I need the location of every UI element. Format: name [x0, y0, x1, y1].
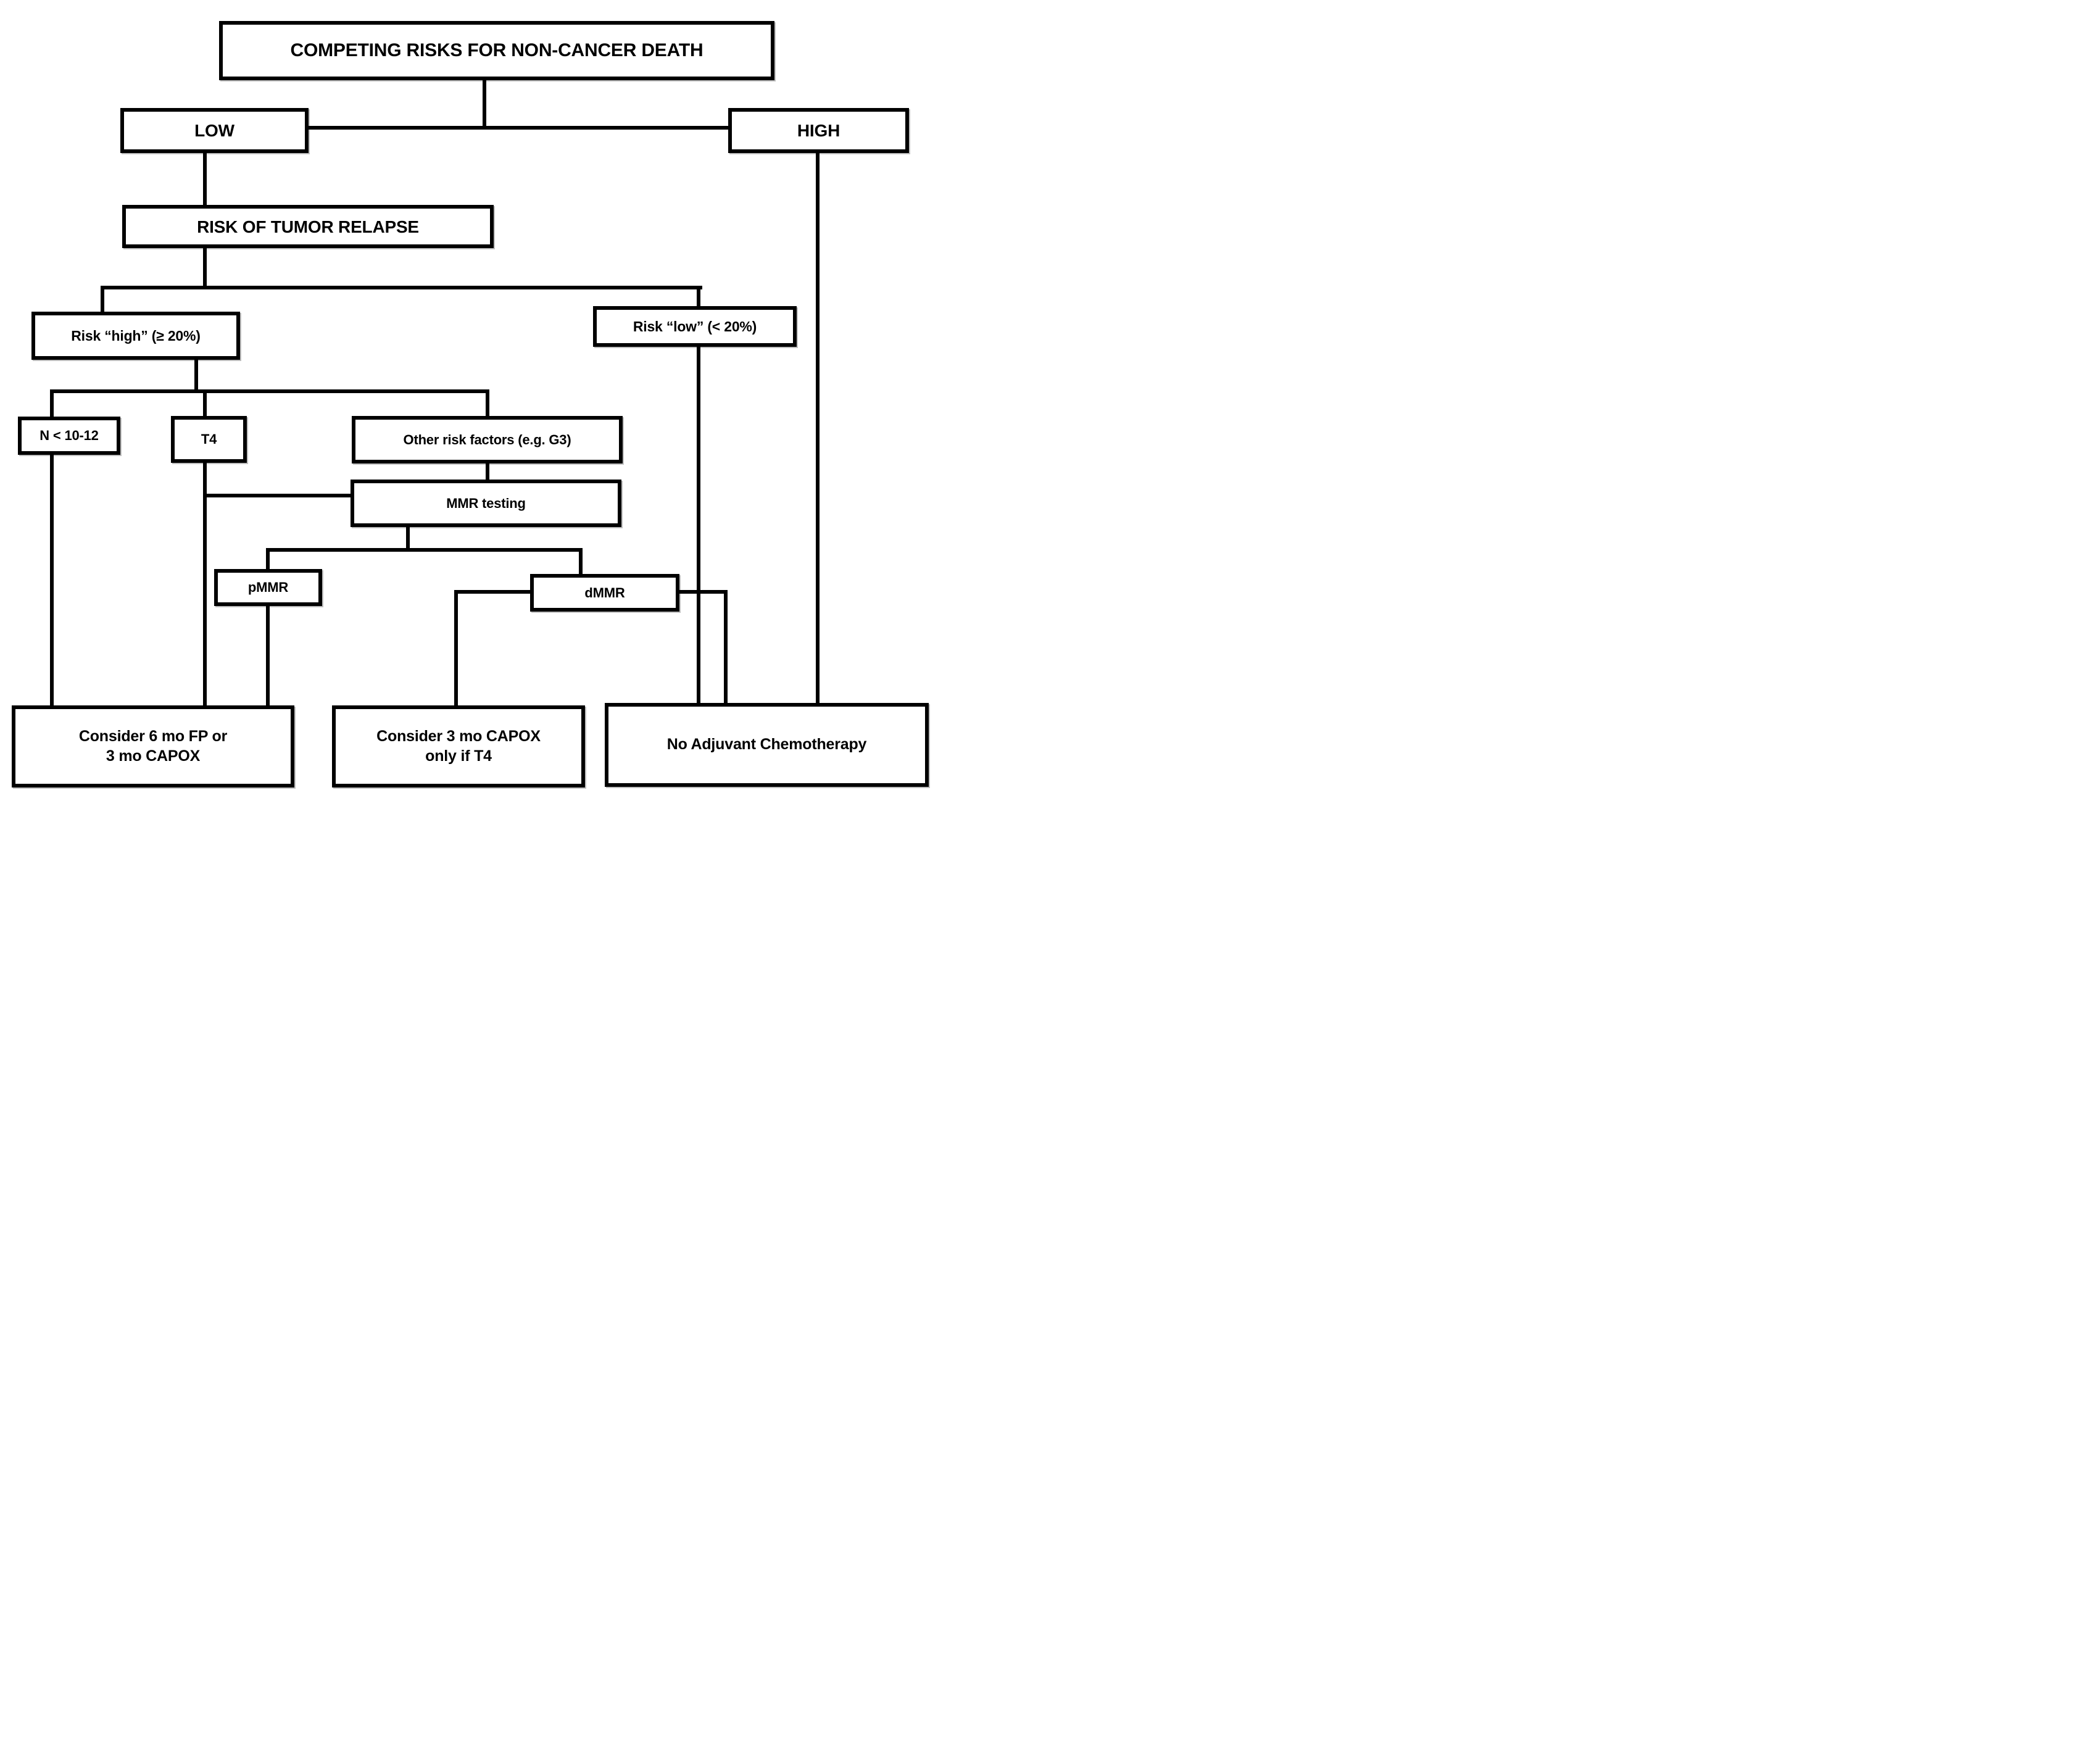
connector-branch3-rail	[266, 548, 583, 552]
node-consider-3mo-capox-label: Consider 3 mo CAPOX only if T4	[376, 727, 541, 766]
connector-n-down	[50, 455, 54, 707]
connector-other-mmr	[486, 463, 489, 481]
connector-riskhigh-out	[194, 360, 198, 393]
node-consider-6mo-fp: Consider 6 mo FP or 3 mo CAPOX	[12, 705, 294, 787]
node-dmmr: dMMR	[530, 574, 679, 612]
connector-t4-down	[203, 463, 207, 707]
node-consider-3mo-capox: Consider 3 mo CAPOX only if T4	[332, 705, 585, 787]
node-other-risk-factors-label: Other risk factors (e.g. G3)	[403, 431, 571, 447]
node-other-risk-factors: Other risk factors (e.g. G3)	[352, 416, 623, 463]
connector-branch1-rail	[101, 286, 702, 289]
node-risk-low-label: Risk “low” (< 20%)	[633, 318, 757, 334]
connector-dmmr-left	[454, 590, 530, 594]
connector-high-down	[816, 153, 820, 705]
connector-dmmr-right	[679, 590, 728, 594]
connector-title-down	[483, 80, 486, 130]
node-n-10-12-label: N < 10-12	[39, 428, 99, 444]
connector-branch2-rail	[50, 389, 489, 393]
node-mmr-testing-label: MMR testing	[446, 495, 526, 511]
node-t4-label: T4	[201, 431, 217, 447]
connector-other-in	[486, 389, 489, 418]
node-competing-risks: COMPETING RISKS FOR NON-CANCER DEATH	[219, 21, 774, 80]
node-risk-high: Risk “high” (≥ 20%)	[31, 312, 240, 360]
connector-dmmr-left-down	[454, 590, 458, 707]
connector-dmmr-right-down	[724, 590, 728, 705]
node-high-label: HIGH	[797, 121, 840, 140]
connector-n-in	[50, 389, 54, 419]
node-low-label: LOW	[194, 121, 234, 140]
node-n-10-12: N < 10-12	[18, 417, 120, 455]
connector-pmmr-in	[266, 548, 270, 571]
connector-mmr-out	[406, 527, 410, 552]
connector-t4-mmr	[203, 494, 352, 497]
connector-pmmr-down	[266, 606, 270, 707]
connector-t4-in	[203, 389, 207, 418]
node-low: LOW	[120, 108, 309, 153]
node-dmmr-label: dMMR	[584, 584, 625, 600]
node-competing-risks-label: COMPETING RISKS FOR NON-CANCER DEATH	[290, 40, 703, 61]
node-t4: T4	[171, 416, 247, 463]
node-consider-6mo-fp-line1: Consider 6 mo FP or	[78, 728, 228, 746]
node-risk-low: Risk “low” (< 20%)	[593, 306, 797, 347]
node-pmmr-label: pMMR	[247, 580, 289, 596]
connector-dmmr-in	[579, 548, 583, 576]
node-pmmr: pMMR	[214, 569, 322, 606]
flowchart-canvas: COMPETING RISKS FOR NON-CANCER DEATH LOW…	[0, 0, 955, 795]
node-no-adjuvant-chemo: No Adjuvant Chemotherapy	[605, 703, 929, 787]
node-mmr-testing: MMR testing	[351, 480, 621, 527]
connector-risklow-down	[697, 347, 700, 705]
node-risk-of-tumor-relapse: RISK OF TUMOR RELAPSE	[122, 205, 494, 248]
node-consider-3mo-capox-line2: only if T4	[425, 747, 492, 765]
connector-relapse-down	[203, 248, 207, 289]
connector-low-high-rail	[309, 126, 728, 130]
node-risk-high-label: Risk “high” (≥ 20%)	[71, 327, 201, 344]
node-consider-3mo-capox-line1: Consider 3 mo CAPOX	[376, 728, 541, 746]
connector-risklow-in	[697, 286, 700, 309]
node-high: HIGH	[728, 108, 909, 153]
node-consider-6mo-fp-line2: 3 mo CAPOX	[106, 747, 201, 765]
node-consider-6mo-fp-label: Consider 6 mo FP or 3 mo CAPOX	[79, 727, 227, 766]
connector-riskhigh-in	[101, 286, 104, 314]
node-no-adjuvant-chemo-label: No Adjuvant Chemotherapy	[666, 736, 867, 754]
connector-low-down	[203, 153, 207, 205]
node-risk-of-tumor-relapse-label: RISK OF TUMOR RELAPSE	[197, 217, 419, 236]
